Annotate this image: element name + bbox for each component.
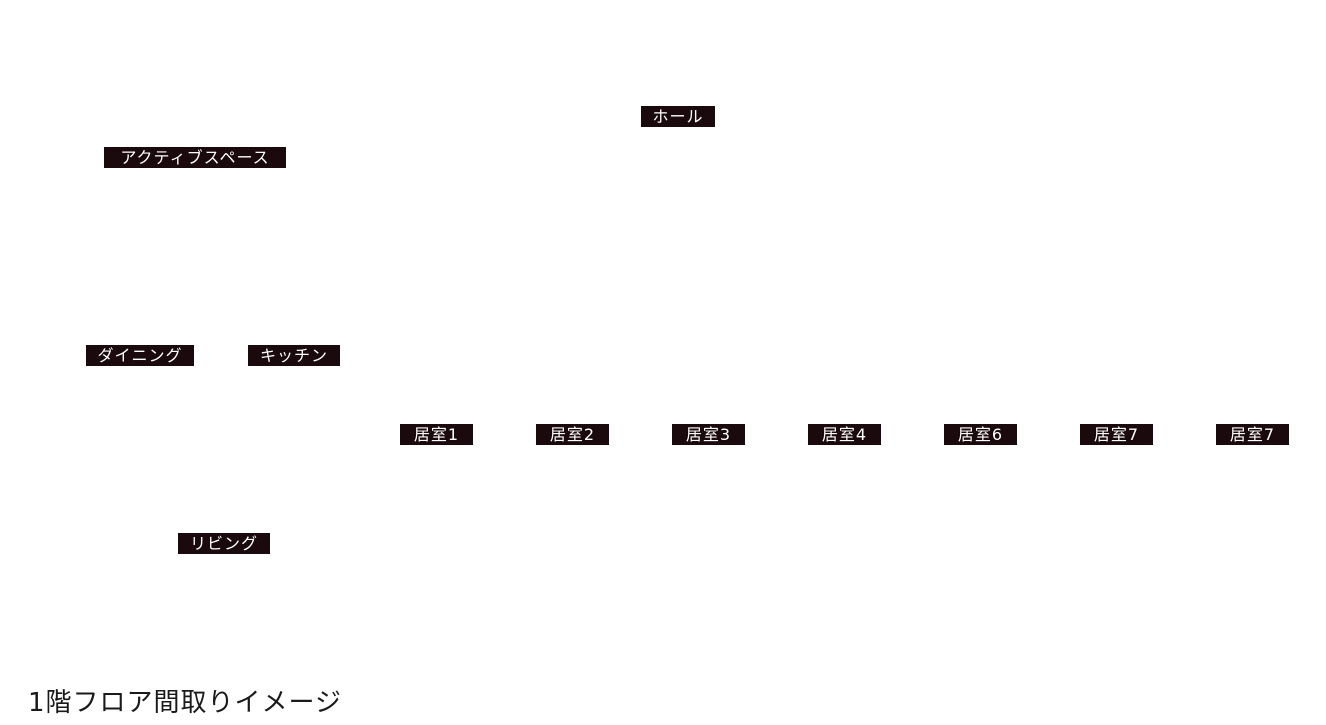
room-label: 居室7 bbox=[1216, 424, 1289, 445]
active-space-label: アクティブスペース bbox=[104, 147, 286, 168]
room-label: 居室3 bbox=[672, 424, 745, 445]
dining-label: ダイニング bbox=[86, 345, 194, 366]
room-label: 居室7 bbox=[1080, 424, 1153, 445]
hall-label: ホール bbox=[641, 106, 715, 127]
room-label: 居室1 bbox=[400, 424, 473, 445]
kitchen-label: キッチン bbox=[248, 345, 340, 366]
room-label: 居室6 bbox=[944, 424, 1017, 445]
room-label: 居室2 bbox=[536, 424, 609, 445]
living-label: リビング bbox=[178, 533, 270, 554]
room-label: 居室4 bbox=[808, 424, 881, 445]
floor-plan-caption: 1階フロア間取りイメージ bbox=[28, 688, 343, 718]
